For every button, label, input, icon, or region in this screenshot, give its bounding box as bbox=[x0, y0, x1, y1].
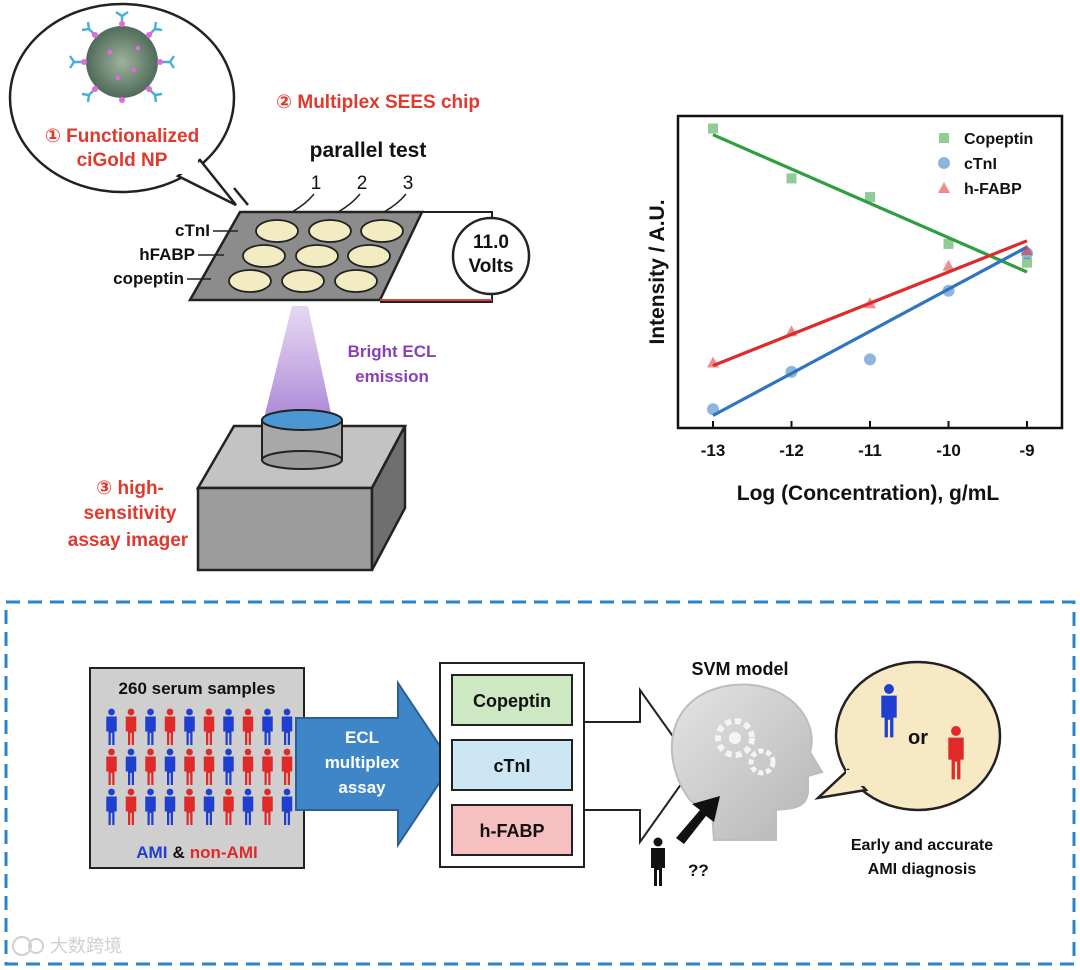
data-point-h-fabp bbox=[707, 356, 719, 368]
arrow-label-line1: ECL bbox=[345, 728, 379, 747]
column-number: 3 bbox=[403, 173, 414, 194]
or-label: or bbox=[908, 727, 928, 749]
x-axis-label: Log (Concentration), g/mL bbox=[737, 482, 1000, 505]
biomarker-box-hfabp bbox=[451, 804, 573, 856]
legend-label: h-FABP bbox=[964, 181, 1022, 198]
step1-label-line2: ciGold NP bbox=[77, 150, 168, 171]
ami-label: AMI bbox=[136, 843, 167, 862]
legend-label: Copeptin bbox=[964, 131, 1033, 148]
watermark: 大数跨境 bbox=[12, 936, 122, 956]
diagnosis-pipeline: 260 serum samples AMI&non-AMI ECL multip… bbox=[4, 600, 1076, 966]
x-tick-label: -10 bbox=[936, 441, 961, 460]
legend-marker bbox=[939, 133, 949, 143]
samples-title: 260 serum samples bbox=[119, 679, 276, 698]
data-point-copeptin bbox=[1022, 257, 1032, 268]
svm-model-title: SVM model bbox=[691, 659, 788, 679]
input-arrow-icon bbox=[676, 796, 720, 844]
ecl-assay-arrow bbox=[295, 679, 454, 849]
legend-label: cTnI bbox=[964, 156, 997, 173]
to-model-arrow bbox=[583, 686, 696, 846]
x-tick-label: -13 bbox=[701, 441, 726, 460]
ecl-emission-beam bbox=[264, 306, 332, 418]
volts-value: 11.0 bbox=[473, 232, 509, 253]
emission-label-line2: emission bbox=[355, 367, 429, 386]
data-point-h-fabp bbox=[785, 325, 798, 337]
column-number: 2 bbox=[357, 173, 368, 194]
volts-unit: Volts bbox=[468, 256, 513, 277]
chip-column-numbers: 1 2 3 bbox=[291, 173, 414, 213]
watermark-text: 大数跨境 bbox=[50, 936, 122, 956]
data-point-h-fabp bbox=[1021, 244, 1033, 256]
data-point-ctni bbox=[785, 365, 798, 378]
legend-marker bbox=[938, 157, 950, 169]
step3-label-line1: ③ high- bbox=[96, 478, 164, 499]
data-point-copeptin bbox=[865, 192, 875, 203]
unknown-label: ?? bbox=[688, 861, 709, 880]
fit-line-ctni bbox=[712, 245, 1028, 417]
x-axis: -13 -12 -11 -10 -9 bbox=[701, 421, 1035, 460]
row-label: cTnI bbox=[175, 221, 210, 240]
x-tick-label: -12 bbox=[779, 441, 804, 460]
plot-series bbox=[707, 123, 1033, 417]
plot-frame bbox=[676, 114, 1064, 430]
sees-chip bbox=[187, 210, 493, 303]
x-tick-label: -9 bbox=[1019, 441, 1034, 460]
amp-label: & bbox=[172, 843, 184, 862]
column-number: 1 bbox=[311, 173, 322, 194]
result-label-line1: Early and accurate bbox=[851, 837, 993, 854]
unknown-patient-icon bbox=[651, 837, 665, 886]
step1-label-line1: ① Functionalized bbox=[45, 126, 199, 147]
biomarker-box-ctni bbox=[451, 739, 573, 791]
diagnosis-bubble: or bbox=[814, 660, 1002, 812]
biomarker-label: Copeptin bbox=[473, 691, 551, 711]
calibration-chart: -13 -12 -11 -10 -9 Copeptin cTnI h-FABP Intens… bbox=[646, 114, 1064, 505]
arrow-label-line3: assay bbox=[338, 778, 386, 797]
assay-imager bbox=[195, 409, 408, 572]
emission-label-line1: Bright ECL bbox=[348, 342, 437, 361]
row-label: hFABP bbox=[139, 245, 195, 264]
arrow-label-line2: multiplex bbox=[325, 753, 400, 772]
y-axis-label: Intensity / A.U. bbox=[646, 199, 669, 344]
non-ami-label: non-AMI bbox=[190, 843, 258, 862]
cohort-legend: AMI&non-AMI bbox=[136, 843, 257, 862]
pipeline-dashed-frame bbox=[4, 600, 1076, 966]
chip-row-labels: cTnI hFABP copeptin bbox=[113, 221, 238, 288]
parallel-test-label: parallel test bbox=[310, 139, 427, 162]
step2-label: ② Multiplex SEES chip bbox=[276, 92, 480, 113]
legend: Copeptin cTnI h-FABP bbox=[938, 131, 1033, 198]
gold-nanoparticle-icon bbox=[69, 11, 175, 103]
data-point-copeptin bbox=[786, 173, 797, 184]
legend-marker bbox=[938, 182, 950, 193]
fit-line-copeptin bbox=[712, 133, 1028, 274]
voltage-indicator: 11.0 Volts bbox=[451, 216, 531, 296]
x-tick-label: -11 bbox=[858, 441, 882, 460]
biomarker-label: cTnI bbox=[493, 756, 530, 776]
data-point-ctni bbox=[707, 403, 719, 416]
data-point-copeptin bbox=[708, 123, 718, 134]
step3-label-line2: sensitivity bbox=[84, 503, 177, 524]
data-point-ctni bbox=[942, 284, 955, 297]
result-label-line2: AMI diagnosis bbox=[868, 861, 977, 878]
data-point-h-fabp bbox=[864, 297, 876, 309]
row-label: copeptin bbox=[113, 269, 184, 288]
biomarker-box-copeptin bbox=[451, 674, 573, 726]
data-point-h-fabp bbox=[942, 259, 955, 271]
biomarker-label: h-FABP bbox=[480, 821, 545, 841]
workflow-illustration: ① Functionalized ciGold NP ② Multiplex S… bbox=[8, 2, 531, 572]
data-point-ctni bbox=[864, 353, 876, 366]
step3-label-line3: assay imager bbox=[68, 530, 189, 551]
data-point-copeptin bbox=[943, 238, 954, 249]
